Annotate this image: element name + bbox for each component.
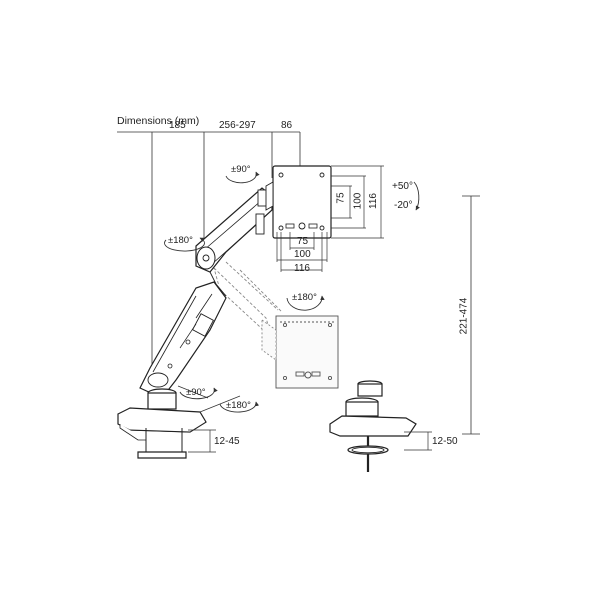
height-dimension-line <box>462 195 480 435</box>
vesa-height-outer: 100 <box>352 192 364 210</box>
base-swivel-a-label: ±90° <box>186 387 206 398</box>
clamp-thickness-label: 12-45 <box>214 436 240 447</box>
top-dimension-lines <box>117 131 301 400</box>
upper-arm <box>195 187 275 297</box>
screen-rotate-label: ±180° <box>292 292 317 303</box>
vesa-height-inner: 75 <box>335 192 347 204</box>
ghost-screen-plate <box>261 315 339 389</box>
dim-base-to-pivot: 185 <box>169 120 186 131</box>
dim-head-depth: 86 <box>281 120 293 131</box>
rotation-arcs <box>164 171 420 413</box>
vesa-height-lines <box>331 165 384 239</box>
dim-arm-reach: 256-297 <box>219 120 256 131</box>
thickness-lines <box>188 429 432 453</box>
lower-arm <box>139 281 227 399</box>
vesa-height-total: 116 <box>367 193 379 209</box>
vesa-plate <box>265 165 332 239</box>
vesa-width-lines <box>276 232 328 272</box>
vesa-width-total: 116 <box>294 263 310 274</box>
vesa-width-outer: 100 <box>294 249 311 260</box>
grommet-thickness-label: 12-50 <box>432 436 458 447</box>
ghost-arm-position <box>213 261 283 340</box>
right-grommet-base <box>329 380 417 472</box>
left-clamp-base <box>117 388 207 459</box>
top-swivel-label: ±90° <box>231 164 251 175</box>
tilt-up-label: +50° <box>392 181 413 192</box>
vesa-width-inner: 75 <box>297 236 309 247</box>
tilt-down-label: -20° <box>394 200 413 211</box>
mid-swivel-label: ±180° <box>168 235 193 246</box>
diagram-heading: Dimensions (mm) <box>117 115 200 127</box>
base-swivel-b-label: ±180° <box>226 400 251 411</box>
height-range-label: 221-474 <box>458 297 470 335</box>
